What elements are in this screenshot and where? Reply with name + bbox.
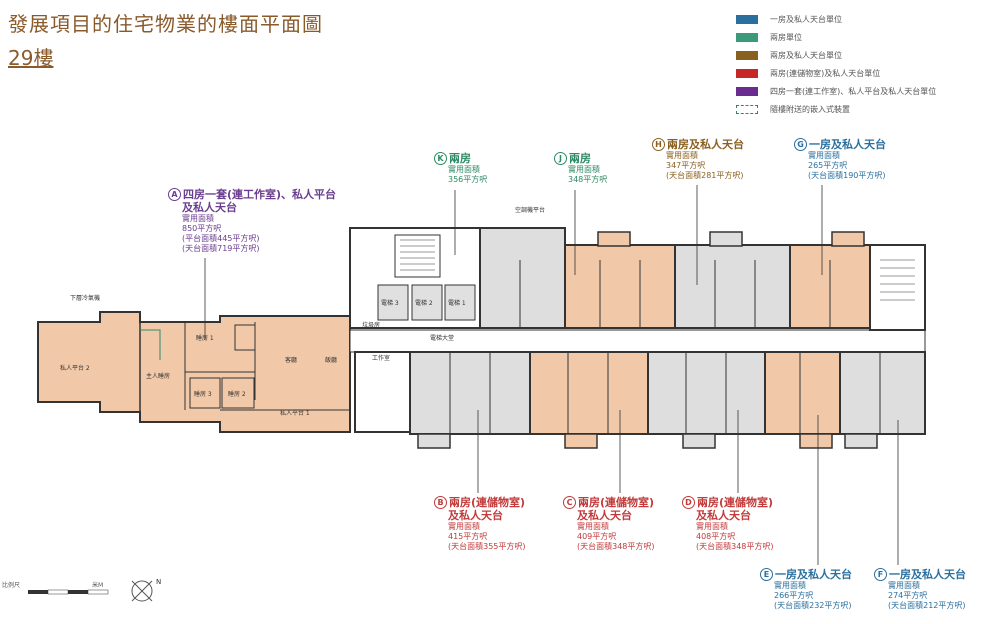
compass-icon — [131, 580, 153, 602]
legend-item: 兩房單位 — [736, 28, 986, 46]
legend-label: 兩房單位 — [770, 32, 802, 42]
legend-swatch — [736, 32, 758, 42]
legend-label: 兩房(連儲物室)及私人天台單位 — [770, 68, 881, 78]
balcony — [417, 433, 451, 449]
plan-label-living: 客廳 — [285, 356, 297, 364]
legend-label: 隨樓附送的嵌入式裝置 — [770, 104, 850, 114]
floor-label: 29樓 — [8, 46, 54, 70]
plan-label-refuse: 垃圾房 — [362, 321, 380, 329]
legend-swatch — [736, 86, 758, 96]
scale-label: 比例尺 米M — [2, 582, 104, 589]
unit-a-bedroom-box — [221, 377, 255, 409]
legend-item: 兩房(連儲物室)及私人天台單位 — [736, 64, 986, 82]
legend-item: 隨樓附送的嵌入式裝置 — [736, 100, 986, 118]
plan-label-master: 主人睡房 — [146, 372, 170, 380]
unit-b-area — [409, 351, 531, 435]
unit-a-bath-box — [234, 324, 256, 351]
legend-label: 一房及私人天台單位 — [770, 14, 842, 24]
legend-item: 一房及私人天台單位 — [736, 10, 986, 28]
balcony — [564, 433, 598, 449]
plan-label-roof1: 私人平台 1 — [280, 409, 310, 417]
legend-swatch — [736, 14, 758, 24]
lift-2 — [411, 284, 443, 321]
unit-a-bedroom-box — [189, 377, 221, 409]
plan-label-lift1: 電梯 1 — [448, 299, 466, 307]
unit-h-area — [674, 244, 791, 329]
plan-label-roof2: 私人平台 2 — [60, 364, 90, 372]
plan-label-lobby: 電梯大堂 — [430, 334, 454, 342]
legend-swatch — [736, 68, 758, 78]
balcony — [682, 433, 716, 449]
legend-item: 兩房及私人天台單位 — [736, 46, 986, 64]
legend-label: 兩房及私人天台單位 — [770, 50, 842, 60]
balcony — [709, 231, 743, 247]
plan-label-lowerac: 下層冷氣機 — [70, 294, 100, 302]
unit-f-area — [839, 351, 926, 435]
stair-right — [869, 244, 926, 331]
legend-item: 四房一套(連工作室)、私人平台及私人天台單位 — [736, 82, 986, 100]
balcony — [844, 433, 878, 449]
legend: 一房及私人天台單位 兩房單位 兩房及私人天台單位 兩房(連儲物室)及私人天台單位… — [736, 10, 986, 118]
unit-c-area — [529, 351, 649, 435]
compass-label: N — [156, 578, 161, 586]
plan-label-lift2: 電梯 2 — [415, 299, 433, 307]
unit-j-area — [564, 244, 676, 329]
unit-d-area — [647, 351, 766, 435]
balcony — [799, 433, 833, 449]
scale-bar — [28, 589, 109, 595]
legend-swatch — [736, 50, 758, 60]
plan-label-bed2: 睡房 2 — [228, 390, 246, 398]
plan-label-ac: 空調機平台 — [515, 206, 545, 214]
plan-label-dining: 飯廳 — [325, 356, 337, 364]
plan-label-lift3: 電梯 3 — [381, 299, 399, 307]
unit-lift-lobby — [354, 351, 411, 433]
legend-label: 四房一套(連工作室)、私人平台及私人天台單位 — [770, 86, 937, 96]
lift-1 — [444, 284, 476, 321]
legend-swatch — [736, 104, 758, 114]
plan-label-study: 工作室 — [372, 354, 390, 362]
unit-a-builtin — [140, 329, 161, 360]
lift-3 — [377, 284, 409, 321]
unit-k-area — [479, 227, 566, 329]
stair — [394, 234, 441, 278]
balcony — [831, 231, 865, 247]
page-title: 發展項目的住宅物業的樓面平面圖 — [8, 12, 323, 36]
unit-e-area — [764, 351, 841, 435]
balcony — [597, 231, 631, 247]
plan-label-bed3: 睡房 3 — [194, 390, 212, 398]
